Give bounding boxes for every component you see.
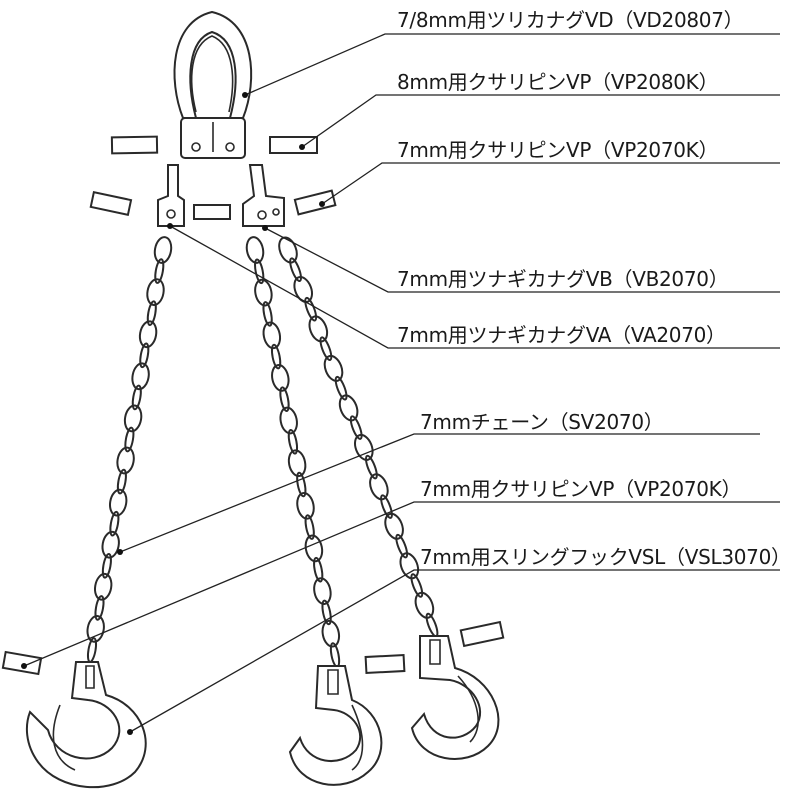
- connecting-link-vb: [242, 164, 285, 227]
- chain-link: [304, 514, 315, 540]
- chain-link: [304, 534, 324, 563]
- label-sling-hook: 7mm用スリングフックVSL（VSL3070）: [420, 545, 791, 569]
- chain-link: [289, 257, 303, 282]
- chain-link: [414, 591, 435, 619]
- chains: [86, 236, 439, 668]
- label-master-link: 7/8mm用ツリカナグVD（VD20807）: [397, 8, 744, 32]
- hook-right: [410, 635, 500, 760]
- chain-link: [287, 429, 299, 455]
- chain-link: [395, 533, 409, 559]
- chain-link: [338, 394, 359, 422]
- chain-link: [353, 433, 374, 461]
- chain-link: [153, 236, 173, 264]
- chain-link: [101, 552, 112, 579]
- chain-link: [329, 642, 341, 668]
- connecting-link-va: [157, 164, 185, 227]
- label-chain-pin-7mm-lower: 7mm用クサリピンVP（VP2070K）: [420, 477, 742, 501]
- chain-link: [124, 426, 135, 453]
- hook-left: [25, 661, 147, 789]
- chain-link: [323, 354, 344, 382]
- chain-link: [109, 488, 128, 517]
- chain-link: [254, 258, 265, 285]
- chain-link: [270, 343, 282, 370]
- chain-link: [321, 599, 332, 626]
- chain-link: [380, 494, 393, 519]
- chain-link: [86, 615, 105, 643]
- chain-link: [321, 619, 341, 648]
- chain-link: [410, 573, 424, 598]
- chain-link: [262, 321, 282, 350]
- chain-link: [245, 236, 265, 264]
- chain-link: [293, 276, 314, 303]
- chain-link: [262, 301, 273, 327]
- chain-link: [399, 552, 420, 580]
- chain-link: [319, 336, 333, 361]
- pin-parts: [1, 135, 505, 676]
- chain-link: [94, 595, 105, 621]
- chain-link: [304, 296, 318, 322]
- master-link: [173, 10, 253, 159]
- chain-link: [254, 278, 273, 307]
- chain-link: [313, 556, 324, 583]
- hook-middle: [288, 665, 383, 786]
- chain-link: [123, 404, 143, 433]
- chain-link: [384, 512, 404, 540]
- chain-link: [271, 364, 290, 392]
- label-chain-pin-7mm-upper: 7mm用クサリピンVP（VP2070K）: [397, 138, 719, 162]
- label-chain: 7mmチェーン（SV2070）: [420, 410, 664, 434]
- chain-link: [349, 415, 363, 440]
- chain-link: [154, 258, 165, 284]
- chain-link: [425, 612, 439, 638]
- chain-link: [116, 468, 127, 495]
- chain-link: [131, 384, 142, 411]
- label-connecting-link-va: 7mm用ツナギカナグVA（VA2070）: [397, 323, 726, 347]
- chain-link: [94, 572, 113, 601]
- label-connecting-link-vb: 7mm用ツナギカナグVB（VB2070）: [397, 267, 729, 291]
- leader-lines: [21, 33, 780, 735]
- chain-link: [146, 278, 165, 306]
- chain-link: [101, 530, 120, 559]
- chain-link: [138, 320, 158, 349]
- chain-link: [334, 375, 348, 401]
- chain-link: [116, 446, 135, 475]
- chain-link: [364, 454, 378, 480]
- chain-link: [279, 386, 290, 412]
- label-chain-pin-8mm: 8mm用クサリピンVP（VP2080K）: [397, 70, 719, 94]
- chain-link: [287, 449, 307, 478]
- chain-link: [369, 473, 389, 501]
- chain-link: [146, 300, 157, 327]
- chain-link: [86, 637, 98, 663]
- chain-link: [139, 342, 150, 369]
- chain-link: [296, 491, 315, 520]
- chain-link: [109, 510, 120, 537]
- chain-link: [279, 406, 298, 435]
- chain-link: [313, 577, 332, 605]
- chain-link: [131, 362, 150, 391]
- chain-link: [308, 315, 329, 343]
- chain-link: [296, 471, 307, 498]
